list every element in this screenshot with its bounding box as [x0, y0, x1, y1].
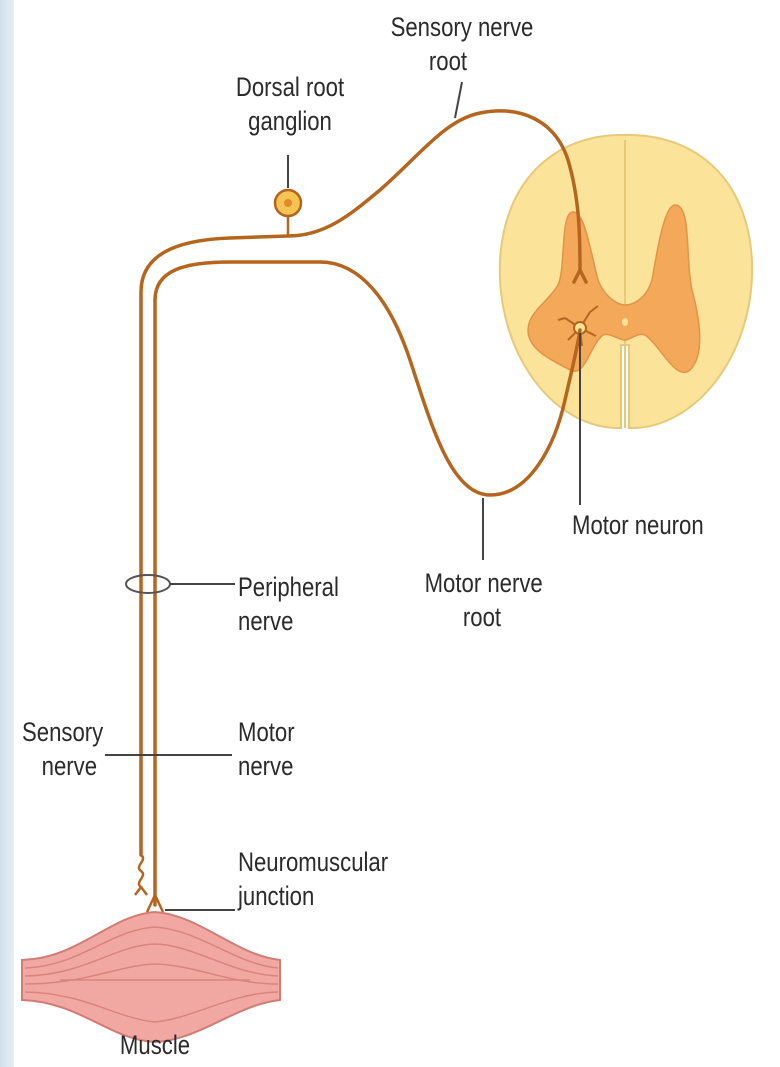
label-sensory-nerve: Sensory nerve	[22, 715, 103, 783]
label-dorsal-root-ganglion: Dorsal root ganglion	[233, 70, 348, 138]
sensory-receptor-ending	[135, 855, 147, 895]
label-neuromuscular-junction: Neuromuscular junction	[238, 845, 388, 913]
label-motor-neuron: Motor neuron	[572, 508, 704, 542]
central-canal	[622, 318, 628, 326]
muscle	[22, 912, 280, 1042]
label-peripheral-nerve: Peripheral nerve	[238, 570, 339, 638]
label-motor-nerve: Motor nerve	[238, 715, 295, 783]
label-muscle: Muscle	[102, 1028, 209, 1062]
spinal-cord-cross-section	[500, 135, 752, 428]
dorsal-root-ganglion-cell	[275, 190, 301, 236]
peripheral-nerve-ring	[126, 575, 170, 593]
label-motor-nerve-root: Motor nerve root	[425, 566, 540, 634]
label-sensory-nerve-root: Sensory nerve root	[391, 10, 506, 78]
leader-lines	[105, 82, 580, 910]
